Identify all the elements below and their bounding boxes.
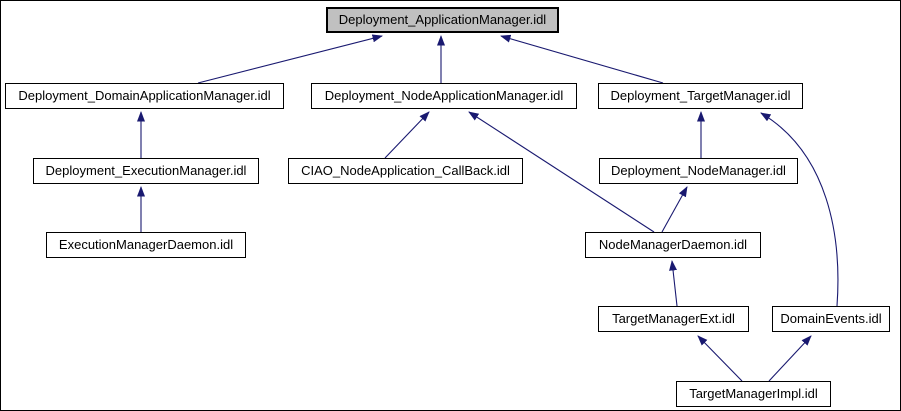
edge-domain-events-to-target-manager xyxy=(760,112,839,307)
edge-target-manager-ext-to-node-manager-daemon xyxy=(669,260,678,307)
node-domain-events[interactable]: DomainEvents.idl xyxy=(772,306,890,332)
node-deployment-domain-application-manager[interactable]: Deployment_DomainApplicationManager.idl xyxy=(5,83,284,109)
edge-target-manager-impl-to-domain-events xyxy=(768,335,812,382)
node-deployment-node-manager[interactable]: Deployment_NodeManager.idl xyxy=(599,158,798,184)
edge-target-manager-to-application-manager xyxy=(500,34,664,84)
node-deployment-target-manager[interactable]: Deployment_TargetManager.idl xyxy=(598,83,803,109)
node-node-manager-daemon[interactable]: NodeManagerDaemon.idl xyxy=(585,232,761,258)
node-ciao-node-application-callback[interactable]: CIAO_NodeApplication_CallBack.idl xyxy=(288,158,523,184)
node-target-manager-ext[interactable]: TargetManagerExt.idl xyxy=(598,306,749,332)
node-target-manager-impl[interactable]: TargetManagerImpl.idl xyxy=(676,381,831,407)
edge-domain-application-manager-to-application-manager xyxy=(197,34,383,84)
edge-target-manager-impl-to-target-manager-ext xyxy=(697,335,743,382)
edge-ciao-callback-to-node-application-manager xyxy=(384,111,430,159)
node-deployment-execution-manager[interactable]: Deployment_ExecutionManager.idl xyxy=(33,158,259,184)
edge-node-manager-daemon-to-node-manager xyxy=(661,186,688,233)
node-deployment-node-application-manager[interactable]: Deployment_NodeApplicationManager.idl xyxy=(311,83,577,109)
node-execution-manager-daemon[interactable]: ExecutionManagerDaemon.idl xyxy=(46,232,246,258)
node-deployment-application-manager: Deployment_ApplicationManager.idl xyxy=(326,7,559,33)
